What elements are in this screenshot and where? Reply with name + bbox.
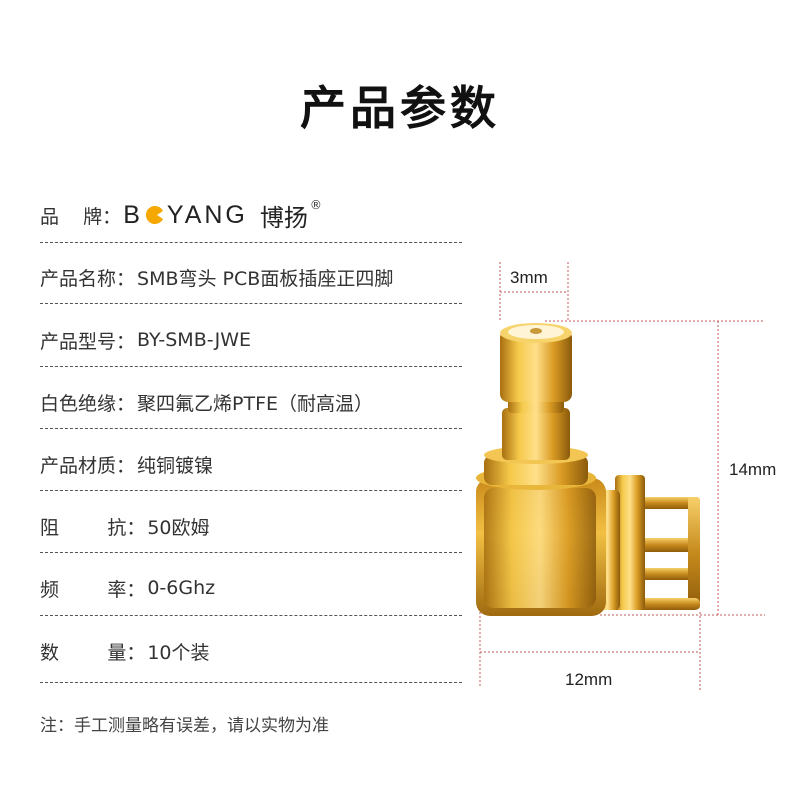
dimension-pin-width: 3mm [510, 268, 548, 287]
spec-value: 聚四氟乙烯PTFE（耐高温） [137, 392, 374, 415]
spec-row: 产品型号 ： BY-SMB-JWE [40, 320, 460, 360]
spec-colon: ： [126, 641, 146, 664]
spec-value: SMB弯头 PCB面板插座正四脚 [137, 267, 394, 290]
spec-value: 纯铜镀镍 [137, 454, 214, 477]
divider [40, 615, 462, 616]
registered-mark: ® [309, 198, 322, 212]
spec-label: 产品名称 [40, 267, 117, 290]
spec-colon: ： [116, 454, 136, 477]
spec-row: 频 率 ： 0-6Ghz [40, 568, 460, 608]
divider [40, 682, 462, 683]
spec-value: 50欧姆 [147, 516, 210, 539]
brand-name-cn: 博扬 [259, 203, 308, 232]
dimension-width: 12mm [565, 670, 613, 689]
spec-colon: ： [116, 330, 136, 353]
spec-colon: ： [116, 267, 136, 290]
spec-label: 白色绝缘 [40, 392, 117, 415]
brand-logo-suffix: YANG [166, 200, 248, 229]
page-title: 产品参数 [300, 81, 500, 135]
spec-colon: ： [116, 392, 136, 415]
spec-row: 产品名称 ： SMB弯头 PCB面板插座正四脚 [40, 257, 460, 297]
divider [40, 366, 462, 367]
spec-row: 阻 抗 ： 50欧姆 [40, 506, 460, 546]
divider [40, 428, 462, 429]
spec-colon: ： [126, 516, 146, 539]
spec-row: 产品材质 ： 纯铜镀镍 [40, 444, 460, 484]
spec-row-brand: 品 牌 ： B YANG 博扬 ® [40, 195, 460, 235]
spec-value: BY-SMB-JWE [137, 329, 252, 351]
divider [40, 303, 462, 304]
spec-row: 数 量 ： 10个装 [40, 631, 460, 671]
spec-label: 产品型号 [40, 330, 117, 353]
spec-label: 频 率 [40, 578, 127, 601]
brand-logo: B YANG 博扬 ® [123, 198, 322, 233]
spec-label: 品 牌 [40, 205, 103, 228]
spec-label: 数 量 [40, 641, 127, 664]
divider [40, 242, 462, 243]
spec-label: 阻 抗 [40, 516, 127, 539]
spec-value: 10个装 [147, 641, 210, 664]
dimension-guides [479, 262, 765, 692]
brand-logo-mark-icon [145, 205, 163, 224]
pcb-pins-icon [600, 475, 700, 610]
connector-plug-icon [484, 323, 588, 485]
spec-colon: ： [102, 205, 122, 228]
spec-colon: ： [126, 578, 146, 601]
brand-logo-prefix: B [123, 200, 143, 229]
dimension-height: 14mm [729, 460, 777, 479]
brand-logo-text: B YANG [123, 201, 248, 230]
connector-body-icon [476, 466, 620, 616]
spec-label: 产品材质 [40, 454, 117, 477]
spec-row: 白色绝缘 ： 聚四氟乙烯PTFE（耐高温） [40, 382, 460, 422]
spec-value: 0-6Ghz [147, 577, 216, 599]
measurement-note: 注：手工测量略有误差，请以实物为准 [40, 716, 329, 736]
divider [40, 490, 462, 491]
divider [40, 552, 462, 553]
